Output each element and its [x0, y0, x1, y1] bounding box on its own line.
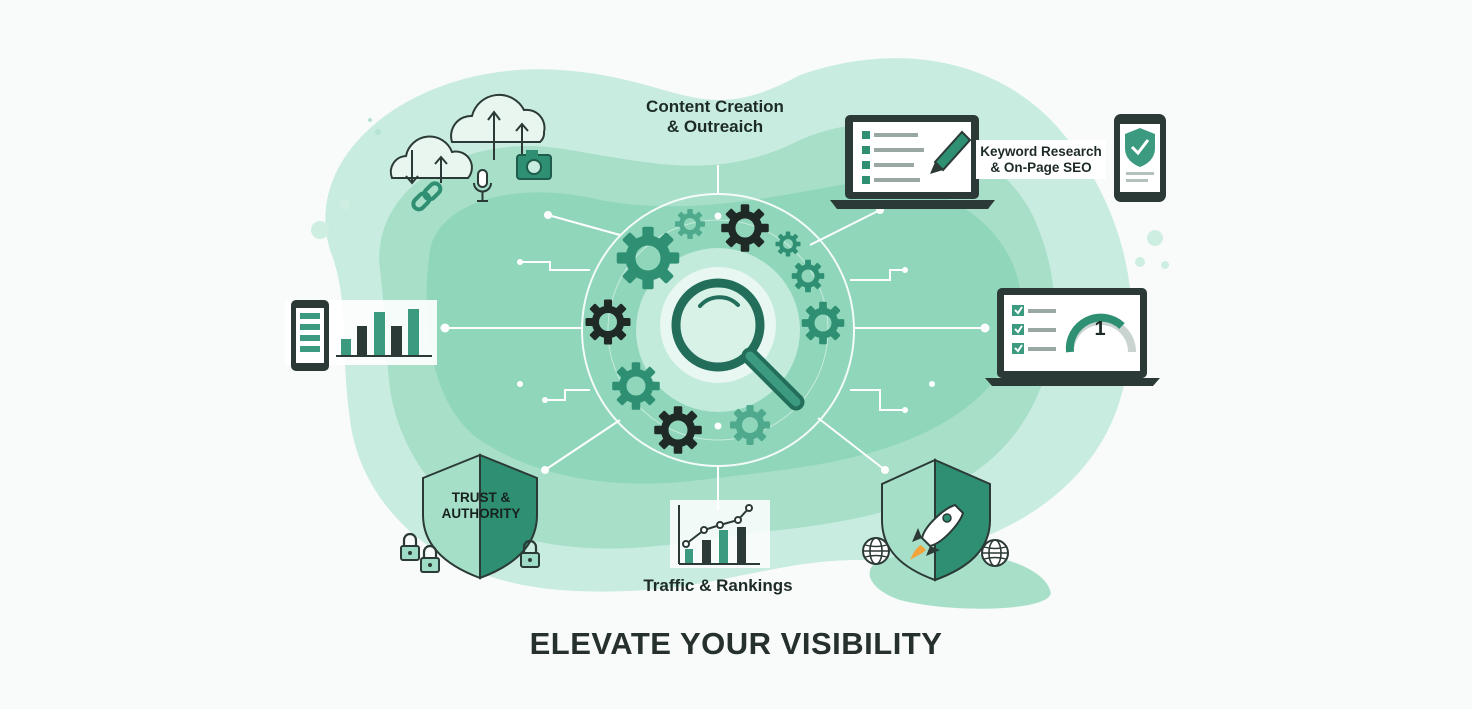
label-trust-authority: TRUST & AUTHORITY — [441, 490, 521, 521]
link-icon — [411, 181, 443, 212]
padlock-icon — [399, 532, 421, 562]
laptop-document-icon — [830, 115, 995, 209]
label-keyword-research: Keyword Research & On-Page SEO — [976, 140, 1106, 180]
globe-icon — [981, 539, 1009, 567]
camera-icon — [516, 150, 552, 180]
label-traffic-rankings: Traffic & Rankings — [643, 576, 793, 595]
cloud-upload-icon — [389, 93, 546, 185]
page-title: ELEVATE YOUR VISIBILITY — [529, 626, 943, 661]
label-content-creation: Content Creation & Outreaich — [646, 97, 784, 136]
phone-shield-icon — [1114, 114, 1166, 202]
magnifier-icon — [660, 267, 805, 411]
globe-icon — [862, 537, 890, 565]
microphone-icon — [473, 169, 492, 202]
gauge-icon — [1065, 313, 1136, 353]
growth-chart-icon — [670, 500, 770, 568]
bar-chart-icon — [336, 309, 432, 357]
pencil-icon — [930, 130, 972, 174]
rocket-shield-icon — [881, 458, 991, 582]
connector-nodes — [440, 206, 990, 474]
phone-list-icon — [291, 300, 329, 371]
shield-icon — [422, 453, 538, 580]
gauge-rank-value: 1 — [1094, 318, 1106, 340]
padlock-icon — [419, 544, 441, 574]
